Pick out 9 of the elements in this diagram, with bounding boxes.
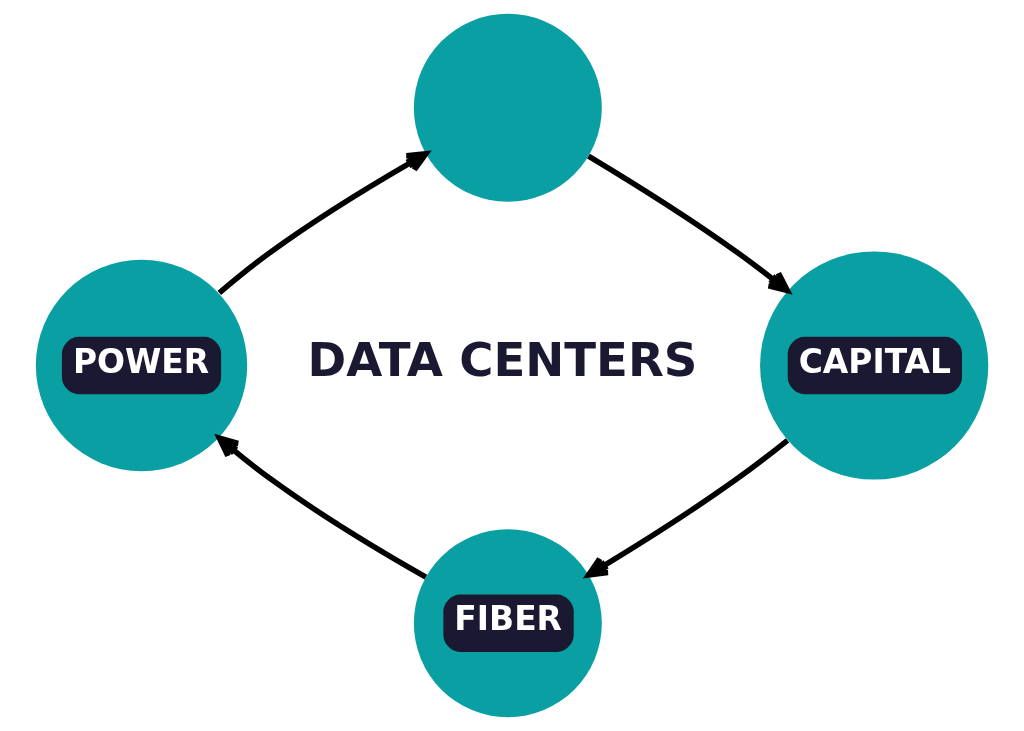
- arrow: [585, 438, 790, 578]
- node-circle: CAPITAL: [760, 251, 989, 480]
- arrow: [587, 153, 791, 294]
- arrow: [216, 435, 428, 580]
- label: DATA CENTERS: [307, 333, 698, 388]
- node-circle: [413, 13, 602, 202]
- node-circle: POWER: [35, 259, 248, 472]
- arrow: [217, 151, 429, 295]
- node-circle: FIBER: [413, 529, 602, 718]
